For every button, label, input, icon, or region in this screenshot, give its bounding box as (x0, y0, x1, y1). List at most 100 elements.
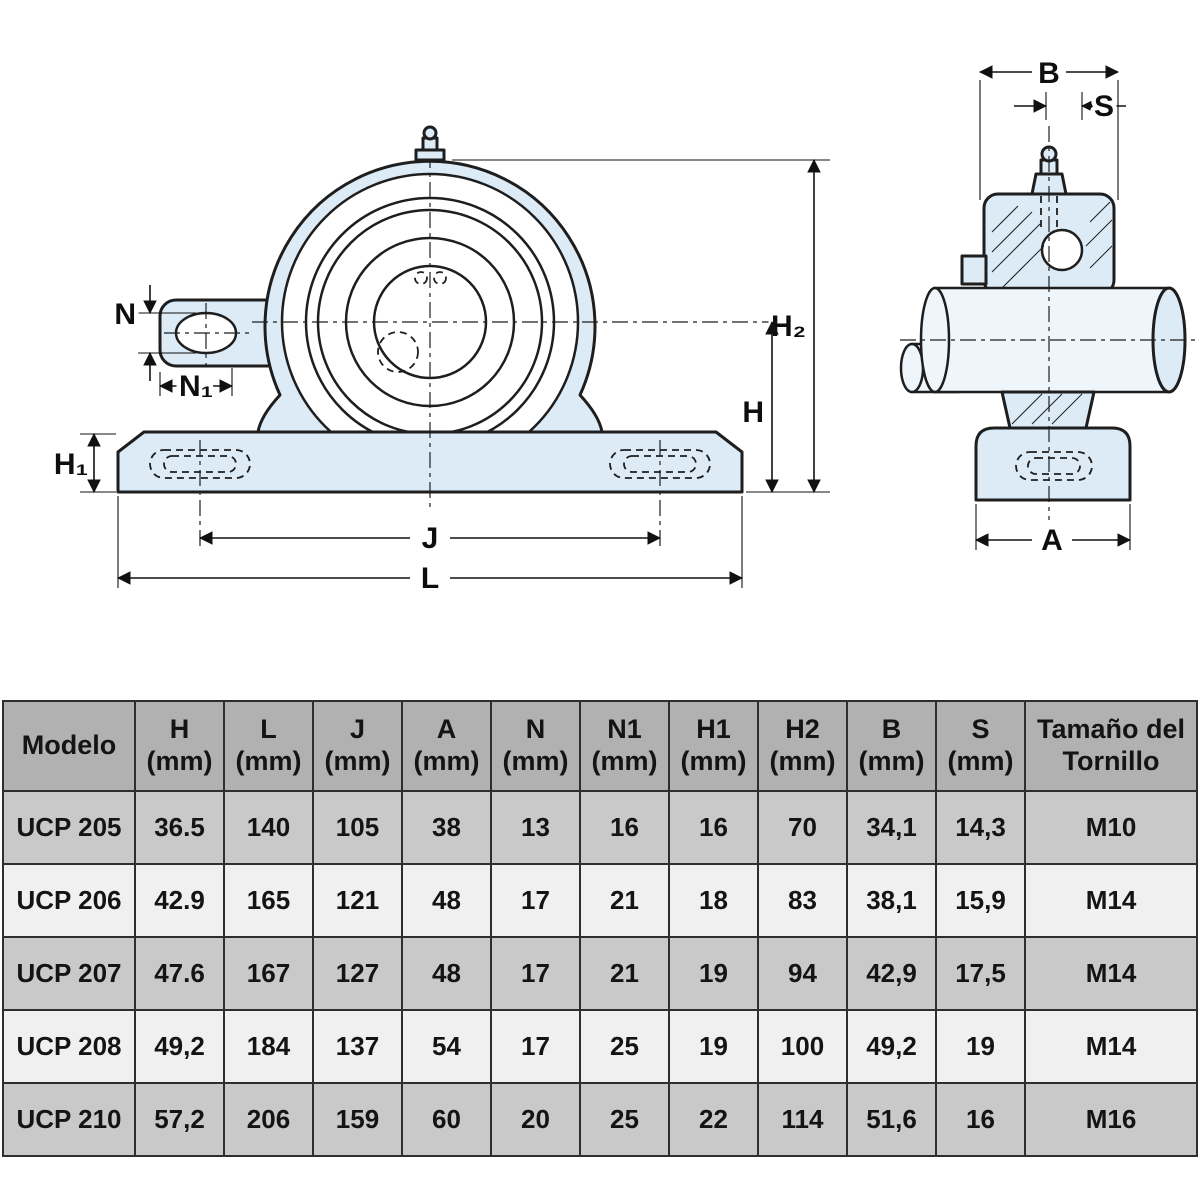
col-header-j: J(mm) (312, 700, 403, 792)
dim-label-h2: H₂ (771, 310, 806, 343)
model-cell: UCP 210 (2, 1082, 136, 1157)
side-view: B S A (899, 53, 1195, 562)
value-cell: 49,2 (846, 1009, 937, 1084)
technical-drawing: H₂ H H₁ N N₁ J (49, 53, 1195, 600)
value-cell: 25 (579, 1082, 670, 1157)
value-cell: 17 (490, 863, 581, 938)
value-cell: 17,5 (935, 936, 1026, 1011)
value-cell: 159 (312, 1082, 403, 1157)
value-cell: 137 (312, 1009, 403, 1084)
value-cell: 19 (668, 1009, 759, 1084)
col-header-unit: (mm) (947, 746, 1014, 776)
dim-label-n1: N₁ (179, 370, 213, 403)
model-cell: UCP 206 (2, 863, 136, 938)
value-cell: 16 (935, 1082, 1026, 1157)
side-centerlines (900, 126, 1195, 520)
dim-label-n: N (114, 298, 136, 331)
model-cell: UCP 205 (2, 790, 136, 865)
col-header-label: J (349, 714, 366, 745)
value-cell: 140 (223, 790, 314, 865)
col-header-a: A(mm) (401, 700, 492, 792)
col-header-n1: N1(mm) (579, 700, 670, 792)
model-cell: UCP 207 (2, 936, 136, 1011)
col-header-label: H2 (785, 714, 820, 745)
col-header-unit: (mm) (235, 746, 302, 776)
bearing-ball (1040, 228, 1084, 272)
value-cell: 25 (579, 1009, 670, 1084)
value-cell: 47.6 (134, 936, 225, 1011)
value-cell: 206 (223, 1082, 314, 1157)
dim-label-h: H (742, 396, 764, 429)
value-cell: M10 (1024, 790, 1198, 865)
value-cell: 70 (757, 790, 848, 865)
col-header-modelo: Modelo (2, 700, 136, 792)
col-header-h: H(mm) (134, 700, 225, 792)
value-cell: 114 (757, 1082, 848, 1157)
dim-label-h1: H₁ (54, 448, 88, 481)
value-cell: 105 (312, 790, 403, 865)
col-header-unit: (mm) (502, 746, 569, 776)
col-header-label: N1 (607, 714, 642, 745)
value-cell: 60 (401, 1082, 492, 1157)
col-header-unit: (mm) (769, 746, 836, 776)
value-cell: 42,9 (846, 936, 937, 1011)
value-cell: M16 (1024, 1082, 1198, 1157)
value-cell: 38 (401, 790, 492, 865)
value-cell: M14 (1024, 863, 1198, 938)
col-header-b: B(mm) (846, 700, 937, 792)
value-cell: 14,3 (935, 790, 1026, 865)
col-header-unit: (mm) (858, 746, 925, 776)
value-cell: 36.5 (134, 790, 225, 865)
grease-fitting-icon (414, 125, 446, 162)
value-cell: 13 (490, 790, 581, 865)
dim-label-s: S (1094, 90, 1114, 123)
value-cell: 16 (579, 790, 670, 865)
value-cell: 34,1 (846, 790, 937, 865)
value-cell: 49,2 (134, 1009, 225, 1084)
value-cell: 165 (223, 863, 314, 938)
value-cell: 48 (401, 936, 492, 1011)
value-cell: M14 (1024, 1009, 1198, 1084)
col-header-label: H (169, 714, 190, 745)
value-cell: 167 (223, 936, 314, 1011)
col-header-s: S(mm) (935, 700, 1026, 792)
front-view: H₂ H H₁ N N₁ J (49, 125, 830, 600)
value-cell: 94 (757, 936, 848, 1011)
col-header-unit: Tornillo (1062, 746, 1160, 776)
side-dimensions: B S A (974, 53, 1132, 562)
dim-label-l: L (421, 562, 439, 595)
value-cell: 21 (579, 863, 670, 938)
col-header-unit: (mm) (591, 746, 658, 776)
value-cell: 38,1 (846, 863, 937, 938)
value-cell: 22 (668, 1082, 759, 1157)
value-cell: 19 (668, 936, 759, 1011)
col-header-unit: (mm) (680, 746, 747, 776)
model-cell: UCP 208 (2, 1009, 136, 1084)
col-header-label: Tamaño del (1036, 714, 1186, 745)
front-dimensions: H₂ H H₁ N N₁ J (49, 158, 830, 600)
col-header-h2: H2(mm) (757, 700, 848, 792)
value-cell: 121 (312, 863, 403, 938)
value-cell: 83 (757, 863, 848, 938)
dim-label-b: B (1038, 57, 1060, 90)
side-base-foot (974, 426, 1132, 502)
dim-label-a: A (1041, 524, 1063, 557)
value-cell: 15,9 (935, 863, 1026, 938)
value-cell: 54 (401, 1009, 492, 1084)
value-cell: 18 (668, 863, 759, 938)
col-header-label: L (260, 714, 277, 745)
col-header-label: N (525, 714, 546, 745)
value-cell: 100 (757, 1009, 848, 1084)
col-header-label: Modelo (21, 730, 117, 761)
col-header-label: A (436, 714, 457, 745)
col-header-l: L(mm) (223, 700, 314, 792)
value-cell: 17 (490, 1009, 581, 1084)
value-cell: 127 (312, 936, 403, 1011)
